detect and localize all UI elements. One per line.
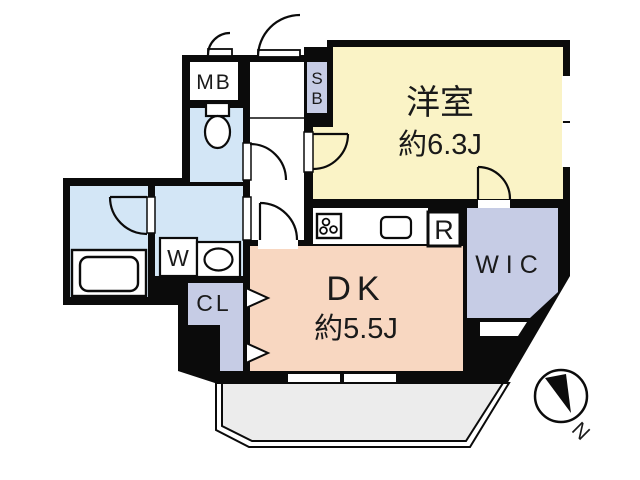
dk-window-left — [288, 374, 340, 382]
balcony — [215, 382, 511, 448]
room-wic — [467, 208, 558, 318]
meter-box-door — [206, 31, 233, 57]
meter-box — [190, 62, 238, 100]
closet-label: CL — [196, 290, 231, 316]
stove-icon — [315, 212, 343, 240]
fridge-label: R — [434, 215, 454, 245]
entrance-door — [256, 13, 301, 58]
bathroom-door — [108, 195, 156, 236]
west-room-window-top — [562, 76, 571, 121]
sink-icon — [379, 215, 413, 240]
compass-icon: N — [533, 368, 594, 445]
dk-window-right — [344, 374, 396, 382]
room-closet — [188, 283, 243, 371]
washroom-door — [242, 196, 252, 241]
dk-room-name: DK — [326, 270, 385, 308]
bathtub-icon — [70, 248, 148, 298]
dk-door — [258, 201, 299, 249]
western-room-size: 約6.3J — [398, 128, 482, 161]
west-room-door — [303, 131, 350, 173]
room-dk — [250, 246, 463, 371]
dk-room-size: 約5.5J — [314, 312, 398, 345]
shoe-box-label-2: B — [311, 89, 322, 108]
entry-hall — [250, 62, 304, 240]
meter-box-label: MB — [196, 71, 232, 94]
wic-label: WIC — [475, 251, 545, 279]
doors — [108, 13, 512, 365]
room-western — [313, 47, 563, 199]
west-room-window-bottom — [562, 123, 571, 167]
compass-north-label: N — [567, 418, 594, 445]
washer-label: W — [167, 245, 189, 271]
toilet-icon — [203, 101, 232, 150]
toilet-door — [242, 142, 288, 181]
western-room-name: 洋室 — [406, 84, 474, 122]
shoe-box — [307, 62, 327, 113]
closet-door-arrows — [245, 286, 271, 365]
shoe-box-label-1: S — [311, 69, 322, 88]
windows — [288, 76, 571, 382]
washbasin-icon — [195, 240, 242, 279]
wic-door — [476, 165, 512, 208]
wic-window — [480, 322, 527, 336]
fridge-space — [426, 210, 462, 248]
